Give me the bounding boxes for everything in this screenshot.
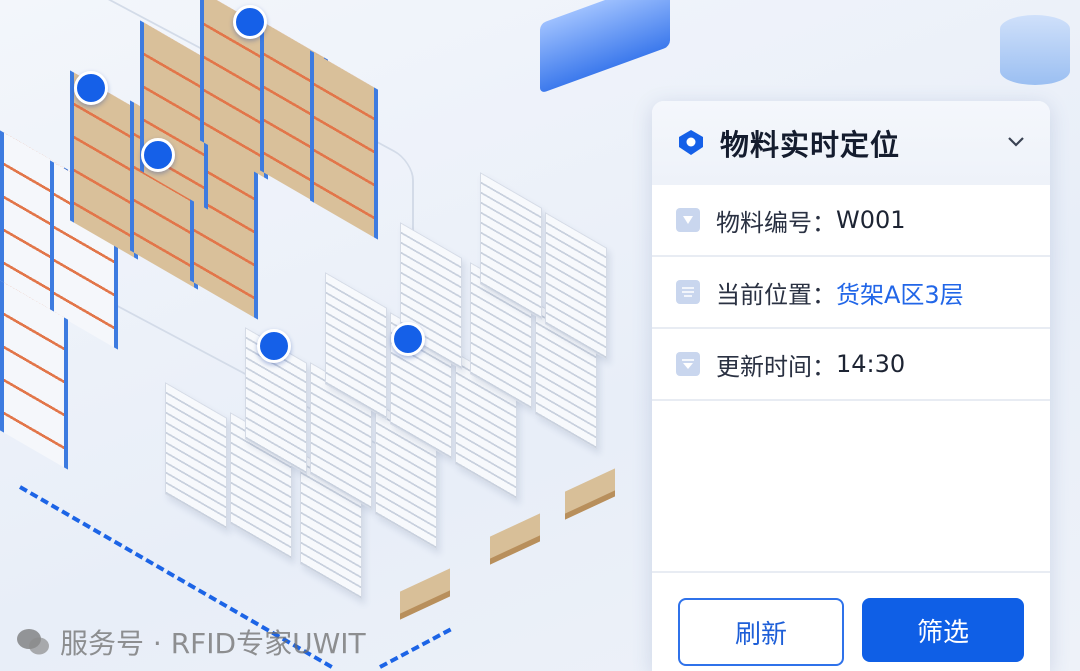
update-time-label: 更新时间： [716, 352, 836, 381]
server-platform [540, 0, 670, 94]
location-pin[interactable] [74, 71, 108, 105]
chevron-down-icon[interactable] [1006, 131, 1026, 151]
panel-title: 物料实时定位 [720, 128, 901, 162]
pallet [490, 513, 540, 565]
update-time-value: 14:30 [836, 350, 906, 378]
material-location-panel: 物料实时定位 物料编号： W001 当前位置： 货架A区3层 更新时间： 14:… [652, 101, 1050, 671]
storage-cabinet [165, 382, 227, 530]
panel-header: 物料实时定位 [652, 101, 1050, 185]
material-id-value: W001 [836, 206, 906, 234]
current-location-link[interactable]: 货架A区3层 [836, 280, 964, 309]
storage-tank [1000, 15, 1070, 85]
location-pin[interactable] [391, 322, 425, 356]
location-cube-icon [679, 130, 703, 155]
path-line [379, 627, 452, 669]
panel-footer: 刷新 筛选 [652, 571, 1050, 671]
pallet [565, 468, 615, 520]
pallet [400, 568, 450, 620]
refresh-button[interactable]: 刷新 [678, 598, 844, 666]
filter-icon [676, 352, 700, 376]
location-pin[interactable] [257, 329, 291, 363]
current-location-row: 当前位置： 货架A区3层 [652, 257, 1050, 329]
material-id-label: 物料编号： [716, 208, 836, 237]
location-pin[interactable] [141, 138, 175, 172]
material-id-row: 物料编号： W001 [652, 185, 1050, 257]
current-location-label: 当前位置： [716, 280, 836, 309]
filter-button[interactable]: 筛选 [862, 598, 1024, 662]
triangle-down-icon [676, 208, 700, 232]
update-time-row: 更新时间： 14:30 [652, 329, 1050, 401]
list-icon [676, 280, 700, 304]
location-pin[interactable] [233, 5, 267, 39]
